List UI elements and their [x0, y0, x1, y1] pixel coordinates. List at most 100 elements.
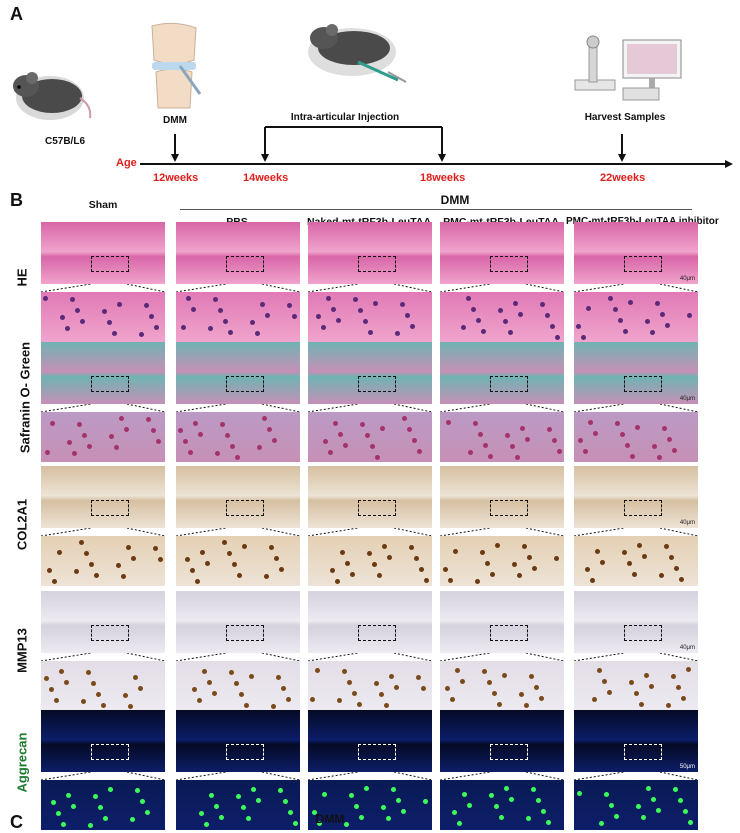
- overview-image-col2a1-col1: [41, 466, 165, 528]
- detail-image-col2a1-col3: [308, 536, 432, 586]
- overview-image-safranin-o-green-col1: [41, 342, 165, 404]
- timepoint-22weeks: 22weeks: [600, 172, 646, 184]
- cell-dot: [395, 331, 400, 336]
- cell-dot: [43, 296, 48, 301]
- cell-dot: [597, 668, 602, 673]
- cell-dot: [649, 684, 654, 689]
- injection-label: Intra-articular Injection: [290, 112, 400, 123]
- zoom-region-box: [624, 376, 662, 392]
- cell-dot: [310, 697, 315, 702]
- cell-dot: [158, 557, 163, 562]
- cell-dot: [600, 560, 605, 565]
- overview-image-col2a1-col2: [176, 466, 300, 528]
- cell-dot: [267, 427, 272, 432]
- zoom-region-box: [490, 376, 528, 392]
- cell-dot: [333, 421, 338, 426]
- cell-dot: [54, 698, 59, 703]
- cell-dot: [108, 787, 113, 792]
- panel-c-letter: C: [10, 812, 23, 832]
- overview-image-safranin-o-green-col4: [440, 342, 564, 404]
- cell-dot: [608, 296, 613, 301]
- cell-dot: [540, 302, 545, 307]
- cell-dot: [510, 444, 515, 449]
- cell-dot: [381, 805, 386, 810]
- cell-dot: [50, 421, 55, 426]
- cell-dot: [88, 823, 93, 828]
- zoom-region-box: [490, 744, 528, 760]
- cell-dot: [623, 329, 628, 334]
- cell-dot: [241, 805, 246, 810]
- cell-dot: [490, 572, 495, 577]
- zoom-connector: [574, 528, 698, 536]
- cell-dot: [246, 816, 251, 821]
- cell-dot: [628, 300, 633, 305]
- cell-dot: [215, 451, 220, 456]
- zoom-region-box: [91, 376, 129, 392]
- cell-dot: [250, 320, 255, 325]
- cell-dot: [467, 803, 472, 808]
- cell-dot: [67, 440, 72, 445]
- cell-dot: [57, 550, 62, 555]
- cell-dot: [225, 433, 230, 438]
- cell-dot: [257, 445, 262, 450]
- cell-dot: [323, 439, 328, 444]
- cell-dot: [255, 331, 260, 336]
- cell-dot: [394, 685, 399, 690]
- cell-dot: [212, 691, 217, 696]
- cell-dot: [128, 704, 133, 709]
- cell-dot: [271, 704, 276, 709]
- cell-dot: [410, 324, 415, 329]
- cell-dot: [109, 434, 114, 439]
- cell-dot: [614, 814, 619, 819]
- cell-dot: [502, 673, 507, 678]
- cell-dot: [443, 567, 448, 572]
- detail-image-he-col1: [41, 292, 165, 342]
- cell-dot: [417, 449, 422, 454]
- zoom-region-box: [226, 500, 264, 516]
- cell-dot: [494, 804, 499, 809]
- cell-dot: [178, 428, 183, 433]
- row-label-aggrecan: Aggrecan: [14, 732, 30, 793]
- cell-dot: [541, 809, 546, 814]
- cell-dot: [460, 679, 465, 684]
- zoom-region-box: [358, 744, 396, 760]
- cell-dot: [476, 318, 481, 323]
- zoom-region-box: [226, 625, 264, 641]
- cell-dot: [412, 438, 417, 443]
- cell-dot: [629, 680, 634, 685]
- cell-dot: [153, 546, 158, 551]
- cell-dot: [343, 443, 348, 448]
- cell-dot: [457, 821, 462, 826]
- cell-dot: [632, 572, 637, 577]
- zoom-connector: [308, 653, 432, 661]
- cell-dot: [577, 791, 582, 796]
- cell-dot: [391, 787, 396, 792]
- cell-dot: [450, 697, 455, 702]
- cell-dot: [185, 557, 190, 562]
- cell-dot: [650, 330, 655, 335]
- cell-dot: [375, 455, 380, 460]
- cell-dot: [373, 301, 378, 306]
- dmm-group-label: DMM: [440, 193, 470, 207]
- cell-dot: [636, 804, 641, 809]
- cell-dot: [208, 326, 213, 331]
- cell-dot: [552, 438, 557, 443]
- cell-dot: [75, 308, 80, 313]
- panel-a-letter: A: [10, 4, 23, 24]
- cell-dot: [51, 800, 56, 805]
- cell-dot: [497, 702, 502, 707]
- zoom-region-box: [490, 625, 528, 641]
- cell-dot: [480, 550, 485, 555]
- cell-dot: [473, 421, 478, 426]
- cell-dot: [599, 821, 604, 826]
- cell-dot: [360, 422, 365, 427]
- zoom-connector: [574, 404, 698, 412]
- cell-dot: [59, 669, 64, 674]
- cell-dot: [269, 545, 274, 550]
- cell-dot: [249, 674, 254, 679]
- cell-dot: [524, 703, 529, 708]
- zoom-connector: [308, 284, 432, 292]
- cell-dot: [462, 792, 467, 797]
- overview-image-safranin-o-green-col3: [308, 342, 432, 404]
- zoom-region-box: [91, 744, 129, 760]
